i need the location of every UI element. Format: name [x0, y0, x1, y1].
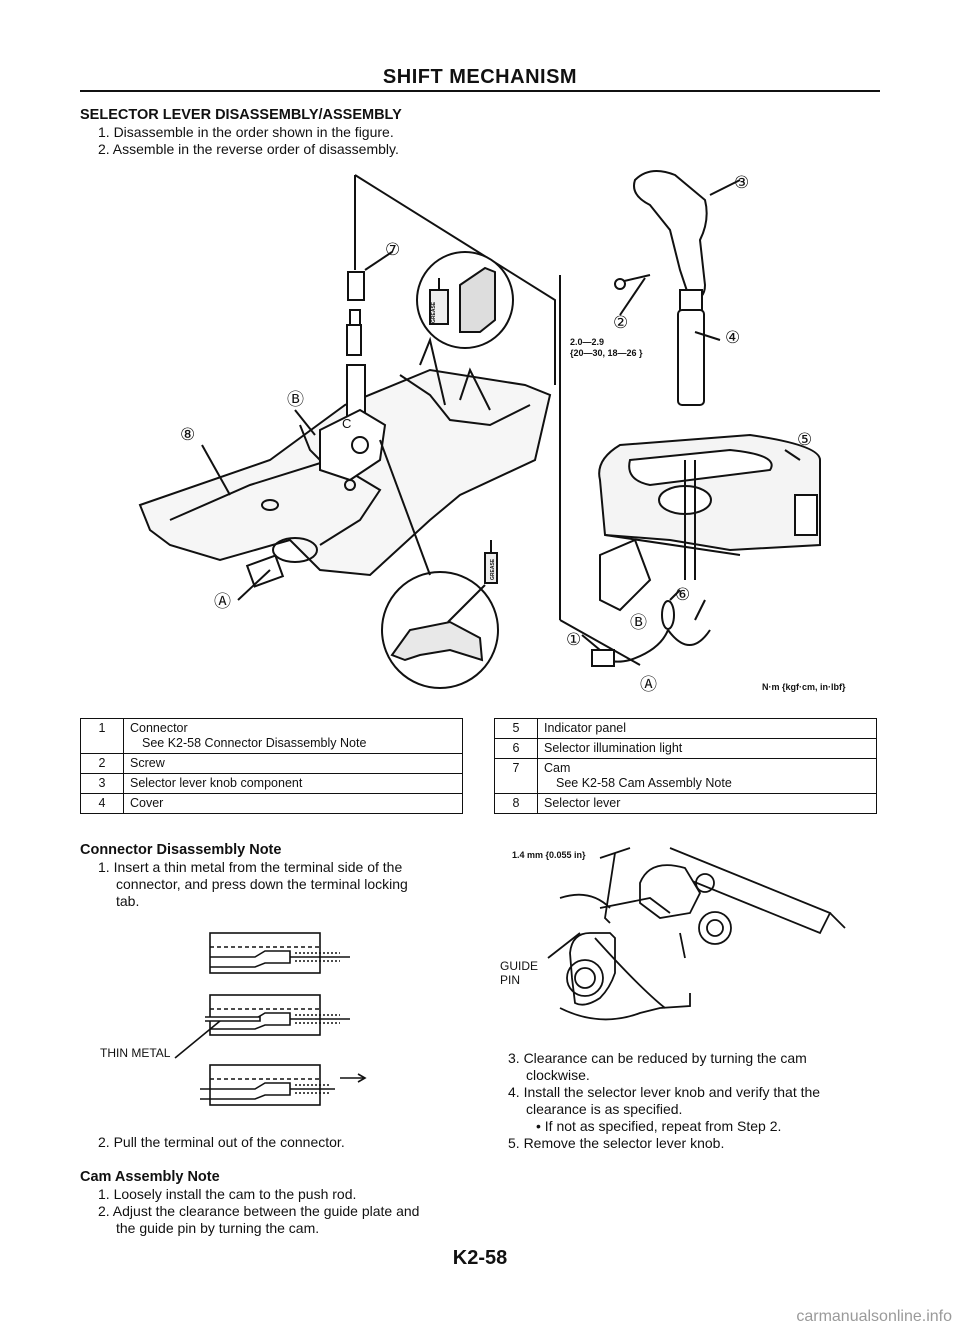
parts-table-right: 5 Indicator panel 6 Selector illuminatio…: [494, 718, 877, 814]
connector-step-1a: 1. Insert a thin metal from the terminal…: [98, 859, 403, 875]
part-name: Screw: [123, 753, 463, 774]
callout-a-right: Ⓐ: [640, 675, 657, 694]
callout-6: ⑥: [675, 585, 690, 604]
torque-value: 2.0—2.9: [570, 337, 604, 347]
guide-label: GUIDE: [500, 959, 538, 973]
grease-label-top: GREASE: [431, 301, 437, 323]
part-number: 7: [494, 758, 538, 794]
callout-7: ⑦: [385, 240, 400, 259]
part-name: Cover: [123, 793, 463, 814]
cam-figure: 1.4 mm {0.055 in} GUIDE PIN: [500, 847, 846, 1021]
part-name: Selector lever: [537, 793, 877, 814]
table-row: 2 Screw: [80, 753, 463, 774]
watermark: carmanualsonline.info: [796, 1308, 952, 1325]
part-number: 8: [494, 793, 538, 814]
connector-figure: [174, 932, 367, 1106]
cam-step-2a: 2. Adjust the clearance between the guid…: [98, 1203, 420, 1219]
page-number: K2-58: [452, 1247, 508, 1269]
part-number: 3: [80, 773, 124, 794]
callout-b-right: Ⓑ: [630, 613, 647, 632]
section-heading: SELECTOR LEVER DISASSEMBLY/ASSEMBLY: [80, 107, 402, 123]
part-name: Cam: [544, 761, 571, 775]
callout-a-left: Ⓐ: [214, 592, 231, 611]
torque-units: N·m {kgf·cm, in·lbf}: [762, 682, 846, 692]
cam-step-4-bullet: If not as specified, repeat from Step 2.: [536, 1118, 782, 1134]
part-number: 5: [494, 718, 538, 739]
callout-2: ②: [613, 313, 628, 332]
cam-step-5: 5. Remove the selector lever knob.: [508, 1135, 725, 1151]
cam-step-4a: 4. Install the selector lever knob and v…: [508, 1084, 821, 1100]
connector-step-1c: tab.: [116, 893, 140, 909]
exploded-view-figure: ⑦ ⑧ Ⓑ Ⓐ ③ ② ④ ⑤ ⑥ Ⓑ ① Ⓐ C 2.0—2.9 {20—30…: [138, 170, 846, 694]
cam-step-3a: 3. Clearance can be reduced by turning t…: [508, 1050, 807, 1066]
table-row: 5 Indicator panel: [494, 718, 877, 739]
callout-5: ⑤: [797, 430, 812, 449]
part-name: Selector lever knob component: [123, 773, 463, 794]
torque-alt: {20—30, 18—26 }: [570, 348, 643, 358]
part-name: Selector illumination light: [537, 738, 877, 759]
cam-step-1: 1. Loosely install the cam to the push r…: [98, 1186, 357, 1202]
callout-c: C: [342, 416, 351, 431]
part-number: 1: [80, 718, 124, 754]
clearance-label: 1.4 mm {0.055 in}: [512, 850, 586, 860]
table-row: 4 Cover: [80, 793, 463, 814]
part-number: 6: [494, 738, 538, 759]
table-row: 6 Selector illumination light: [494, 738, 877, 759]
callout-1: ①: [566, 630, 581, 649]
part-note: See K2-58 Connector Disassembly Note: [142, 736, 367, 750]
callout-4: ④: [725, 328, 740, 347]
header-rule: [80, 90, 880, 92]
cam-step-2b: the guide pin by turning the cam.: [116, 1220, 320, 1236]
thin-metal-label: THIN METAL: [100, 1046, 171, 1060]
part-number: 2: [80, 753, 124, 774]
callout-b-top: Ⓑ: [287, 390, 304, 409]
table-row: 3 Selector lever knob component: [80, 773, 463, 794]
pin-label: PIN: [500, 973, 520, 987]
connector-step-1b: connector, and press down the terminal l…: [116, 876, 408, 892]
cam-note-heading: Cam Assembly Note: [80, 1169, 220, 1185]
part-number: 4: [80, 793, 124, 814]
connector-step-2: 2. Pull the terminal out of the connecto…: [98, 1134, 345, 1150]
cam-step-4b: clearance is as specified.: [526, 1101, 683, 1117]
grease-label-bottom: GREASE: [490, 558, 496, 580]
table-row: 8 Selector lever: [494, 793, 877, 814]
connector-note-heading: Connector Disassembly Note: [80, 842, 282, 858]
callout-8: ⑧: [180, 425, 195, 444]
part-note: See K2-58 Cam Assembly Note: [556, 776, 732, 790]
intro-step-2: 2. Assemble in the reverse order of disa…: [98, 141, 399, 157]
intro-step-1: 1. Disassemble in the order shown in the…: [98, 124, 394, 140]
part-name: Indicator panel: [537, 718, 877, 739]
callout-3: ③: [734, 173, 749, 192]
page-title: SHIFT MECHANISM: [382, 66, 578, 88]
cam-step-3b: clockwise.: [526, 1067, 590, 1083]
part-name: Connector: [130, 721, 188, 735]
